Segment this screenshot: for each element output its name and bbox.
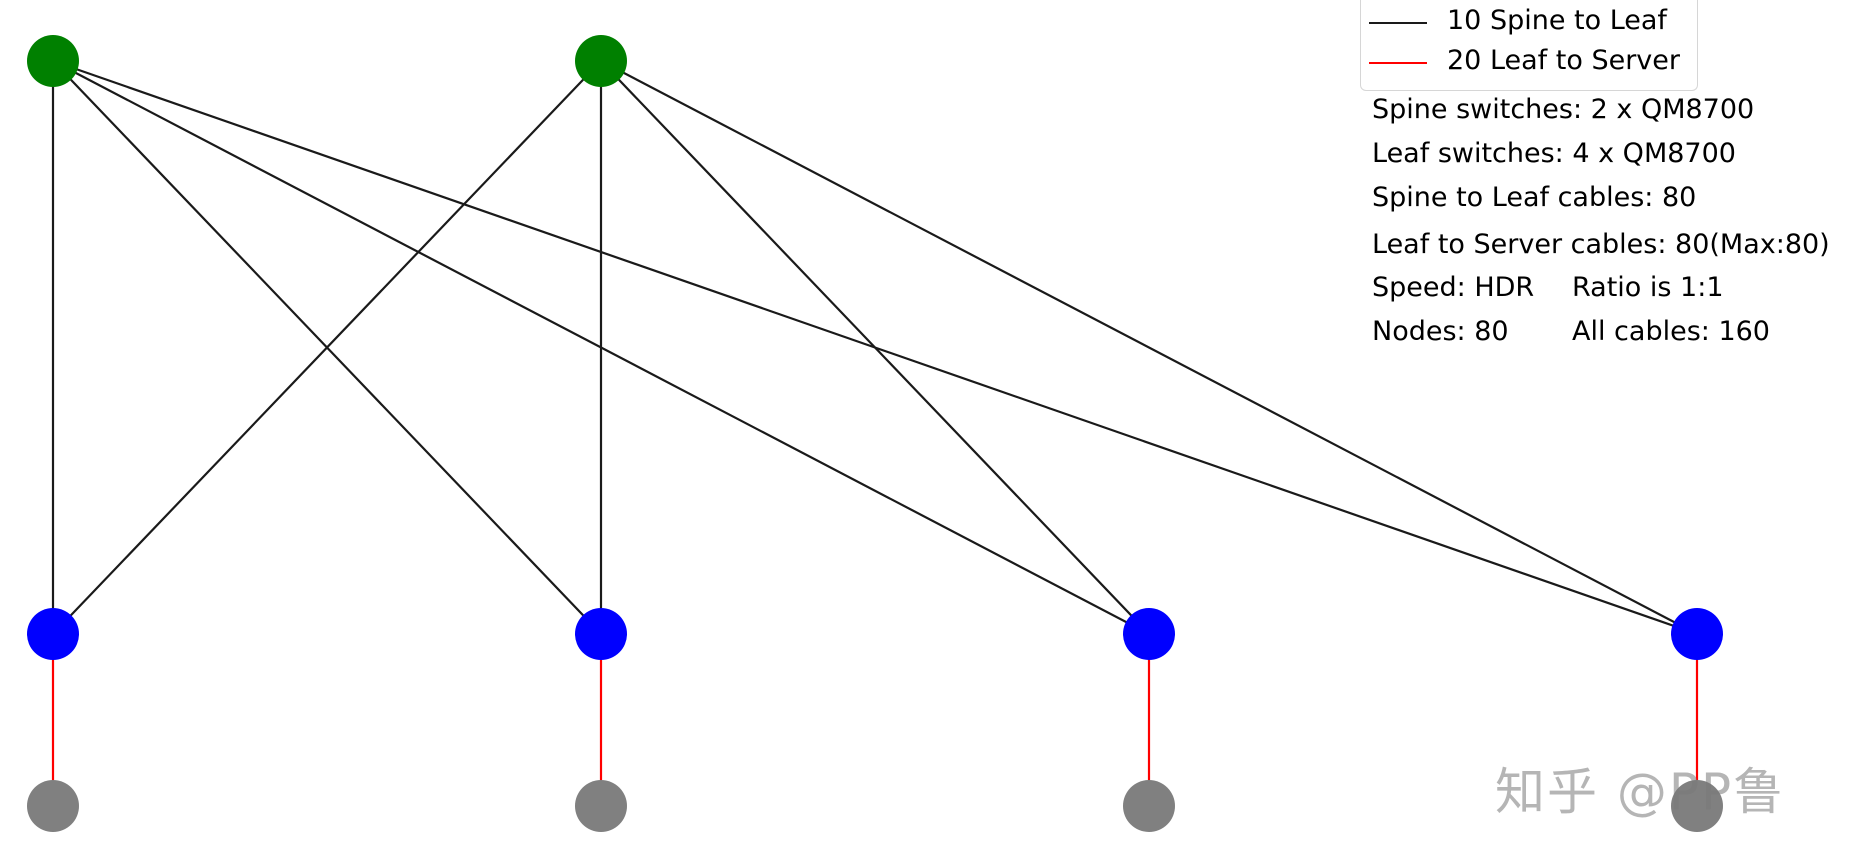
spine-switch-node-1 <box>27 35 79 87</box>
stat-spine-switches: Spine switches: 2 x QM8700 <box>1372 94 1755 125</box>
server-node-4 <box>1671 780 1723 832</box>
server-node-1 <box>27 780 79 832</box>
leaf-switch-node-4 <box>1671 608 1723 660</box>
link-spine2-leaf3 <box>600 60 1150 635</box>
legend-line-red <box>1369 62 1427 64</box>
server-node-3 <box>1123 780 1175 832</box>
leaf-switch-node-1 <box>27 608 79 660</box>
stat-leaf-server-cables: Leaf to Server cables: 80(Max:80) <box>1372 229 1830 260</box>
legend-label-spine-to-leaf: 10 Spine to Leaf <box>1447 5 1667 36</box>
stat-leaf-switches: Leaf switches: 4 x QM8700 <box>1372 138 1736 169</box>
leaf-switch-node-3 <box>1123 608 1175 660</box>
legend-label-leaf-to-server: 20 Leaf to Server <box>1447 45 1680 76</box>
stat-ratio: Ratio is 1:1 <box>1572 272 1724 303</box>
spine-switch-node-2 <box>575 35 627 87</box>
legend: 10 Spine to Leaf 20 Leaf to Server <box>1360 0 1698 91</box>
legend-line-black <box>1369 22 1427 24</box>
stat-speed: Speed: HDR <box>1372 272 1535 303</box>
leaf-switch-node-2 <box>575 608 627 660</box>
stat-all-cables: All cables: 160 <box>1572 316 1770 347</box>
stat-spine-leaf-cables: Spine to Leaf cables: 80 <box>1372 182 1697 213</box>
stat-nodes: Nodes: 80 <box>1372 316 1509 347</box>
link-spine2-leaf4 <box>600 60 1698 635</box>
server-node-2 <box>575 780 627 832</box>
watermark: 知乎 @PP鲁 <box>1495 763 1786 821</box>
link-spine2-leaf1 <box>52 60 602 635</box>
